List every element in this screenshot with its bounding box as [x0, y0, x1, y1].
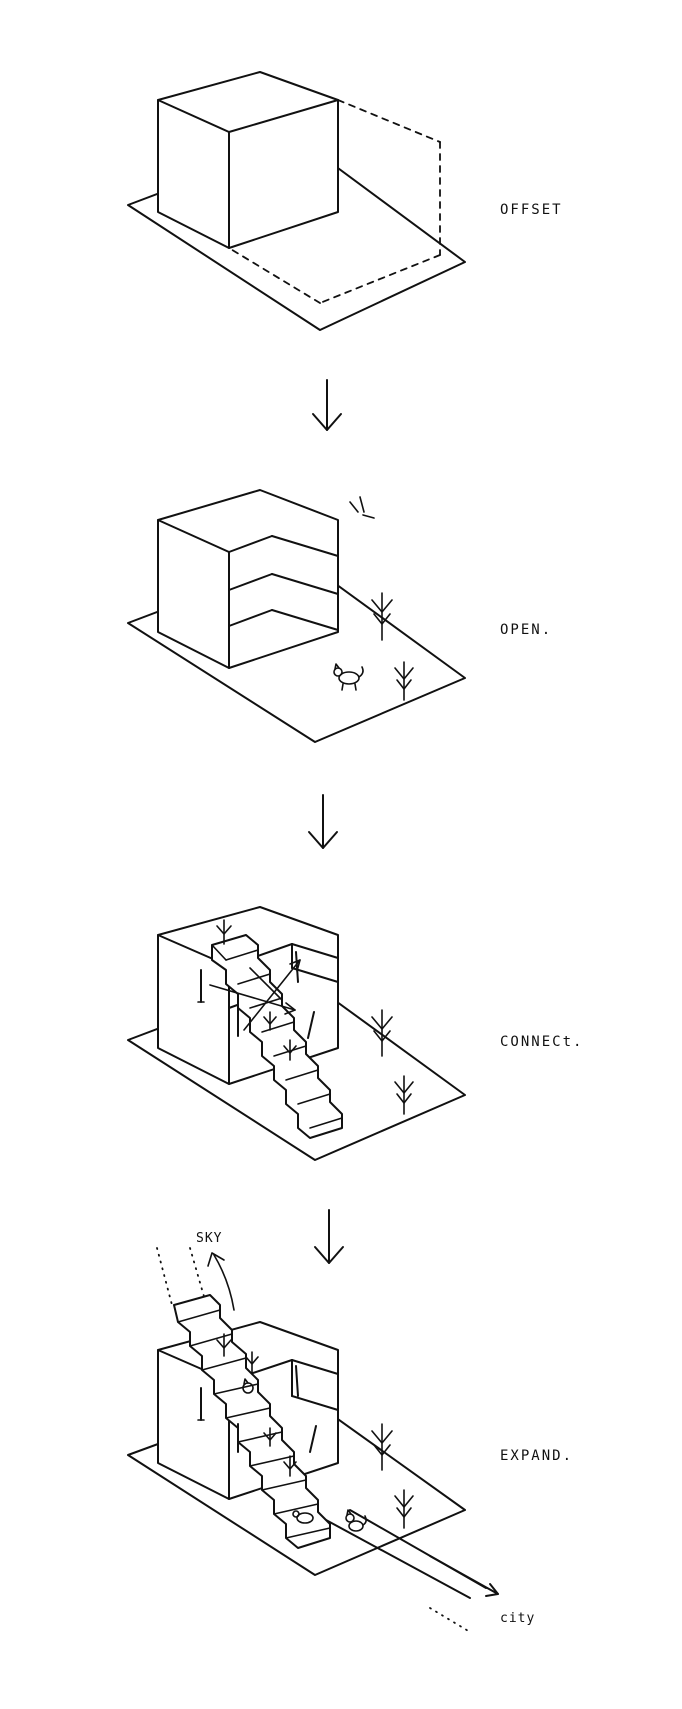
- sun-rays-icon: [349, 496, 375, 519]
- step-expand: SKY city: [127, 1231, 573, 1633]
- step-label-connect: CONNECt.: [500, 1034, 583, 1050]
- sky-arrow-icon: [207, 1252, 235, 1311]
- tree-icon: [216, 919, 232, 945]
- person-icon: [307, 1011, 315, 1039]
- city-path: [325, 1509, 499, 1633]
- down-arrow-icon: [314, 1209, 344, 1264]
- tree-icon: [371, 592, 393, 641]
- tree-icon: [371, 1423, 393, 1471]
- tree-icon: [394, 1489, 414, 1529]
- step-connect: CONNECt.: [127, 906, 583, 1161]
- step-open: OPEN.: [127, 489, 552, 743]
- tree-icon: [263, 1011, 277, 1031]
- tree-icon: [283, 1039, 297, 1061]
- down-arrow-icon: [312, 379, 342, 431]
- tree-icon: [394, 661, 414, 701]
- open-cube: [157, 489, 339, 669]
- person-icon: [295, 951, 299, 983]
- step-label-offset: OFFSET: [500, 202, 563, 218]
- person-icon: [197, 969, 205, 1003]
- cat-icon: [242, 1378, 254, 1394]
- tree-icon: [216, 1333, 232, 1357]
- tree-icon: [245, 1351, 259, 1373]
- person-icon: [309, 1425, 317, 1453]
- solid-cube: [157, 71, 339, 249]
- down-arrow-icon: [308, 794, 338, 849]
- offset-ghost-volume: [228, 99, 441, 304]
- tree-icon: [263, 1427, 277, 1447]
- sky-dotted-lines: [156, 1247, 206, 1306]
- tree-icon: [371, 1009, 393, 1057]
- person-icon: [197, 1387, 205, 1421]
- person-icon: [295, 1365, 299, 1397]
- expanded-staircase: [173, 1294, 331, 1549]
- tree-icon: [394, 1075, 414, 1115]
- cat-icon: [345, 1509, 367, 1532]
- city-label: city: [500, 1611, 535, 1626]
- step-label-open: OPEN.: [500, 622, 552, 638]
- step-offset: OFFSET: [127, 71, 563, 331]
- tree-icon: [283, 1455, 297, 1477]
- cat-icon: [333, 663, 364, 691]
- connection-arrows: [209, 959, 301, 1031]
- sky-label: SKY: [196, 1231, 222, 1246]
- step-label-expand: EXPAND.: [500, 1448, 573, 1464]
- cat-icon: [292, 1510, 314, 1524]
